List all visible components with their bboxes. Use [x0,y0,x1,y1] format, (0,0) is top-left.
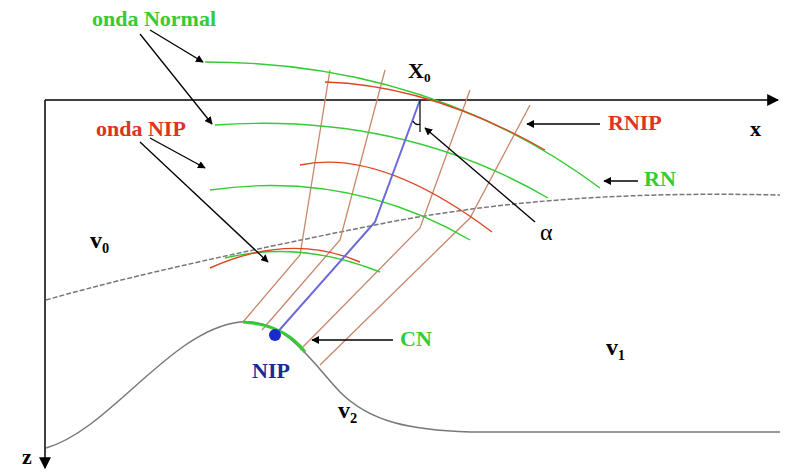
wave-label: onda NIP [96,118,186,140]
axis-label: z [22,446,32,468]
nip-point [269,329,281,341]
leaders [140,30,638,340]
velocity-label: v₁ [606,335,625,359]
rays [243,70,530,365]
point-label: X₀ [408,60,430,82]
nip-wavefronts [210,82,545,268]
angle-arc [413,121,420,125]
point-label: NIP [252,360,290,382]
normal-wavefronts [205,62,600,352]
curve-label: CN [400,328,432,350]
interface-1 [46,194,780,300]
normal-line [419,100,420,132]
velocity-label: v₂ [338,398,357,422]
velocity-label: v₀ [90,228,109,252]
radius-label: RNIP [608,112,662,134]
wave-label: onda Normal [92,8,216,30]
central-ray [275,100,420,335]
angle-label: α [540,220,553,244]
z-axis [44,100,46,468]
interface-2 [46,322,780,448]
x-axis [45,99,778,101]
axis-label: x [750,118,761,140]
radius-label: RN [644,168,676,190]
